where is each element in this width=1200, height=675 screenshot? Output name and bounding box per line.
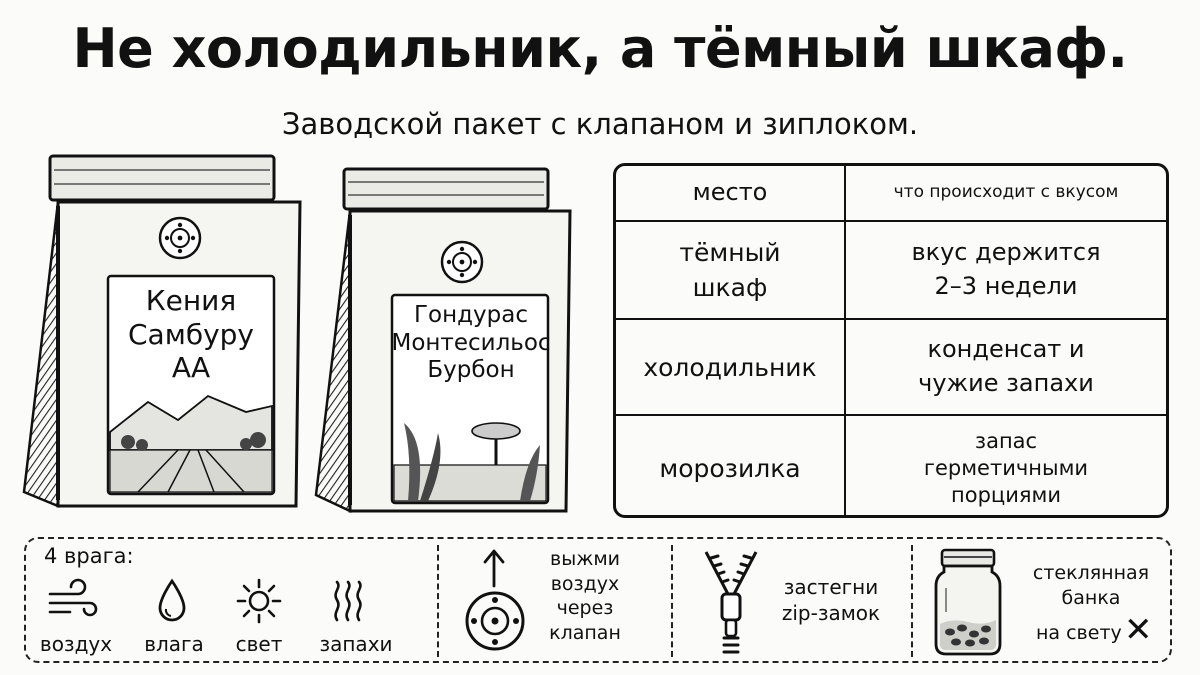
tips-strip [24, 537, 1172, 663]
bag-label-line: Кения [145, 284, 237, 317]
cell-line: порциями [951, 482, 1061, 507]
cell-line: конденсат и [927, 335, 1085, 364]
coffee-bag-honduras [314, 167, 572, 513]
jar-tip-last-line: на свету [1036, 622, 1122, 644]
bag-label-line: Гондурас [414, 302, 528, 328]
cell-line: вкус держится [911, 238, 1101, 267]
bag-label-kenya: Кения Самбуру АА [108, 284, 274, 385]
table-cell-effect: запас герметичными порциями [846, 416, 1166, 515]
table-row: морозилка запас герметичными порциями [616, 416, 1166, 515]
drop-icon [158, 578, 186, 622]
cell-line: запас [974, 429, 1038, 454]
table-row: тёмный шкаф вкус держится 2–3 недели [616, 222, 1166, 320]
cross-icon: ✕ [1124, 610, 1153, 650]
cell-line: чужие запахи [918, 369, 1094, 397]
bag-label-honduras: Гондурас Монтесильос Бурбон [391, 302, 551, 385]
enemies-title: 4 врага: [44, 544, 134, 568]
tip-line: zip-замок [781, 601, 881, 625]
table-header-place: место [616, 166, 846, 220]
strip-divider [671, 545, 673, 657]
cell-line: холодильник [643, 352, 817, 382]
tip-line: клапан [549, 622, 621, 645]
table-cell-place: морозилка [616, 416, 846, 515]
bag-label-line: Бурбон [427, 357, 515, 384]
coffee-bag-kenya [22, 154, 302, 508]
tip-line: воздух [550, 572, 620, 595]
bag-label-line: Монтесильос [391, 329, 551, 356]
cell-line: шкаф [692, 273, 768, 302]
valve-icon [465, 591, 525, 651]
tip-line: застегни [783, 575, 879, 599]
enemy-label-smells: запахи [319, 632, 393, 656]
bag-label-line: АА [171, 351, 211, 385]
table-cell-effect: вкус держится 2–3 недели [846, 222, 1166, 318]
zipper-icon [704, 551, 758, 654]
smell-icon [334, 580, 362, 622]
tip-line: через [556, 597, 614, 620]
cell-line: морозилка [659, 454, 801, 483]
table-cell-effect: конденсат и чужие запахи [846, 320, 1166, 414]
cell-line: тёмный [679, 238, 781, 267]
cell-line: 2–3 недели [934, 272, 1078, 300]
valve-tip: выжми воздух через клапан [536, 547, 634, 646]
zip-tip: застегни zip-замок [766, 574, 896, 626]
wind-icon [48, 578, 98, 617]
page-title: Не холодильник, а тёмный шкаф. [72, 17, 1128, 80]
arrow-up-icon [483, 549, 505, 588]
cell-line: герметичными [923, 456, 1089, 481]
tip-line: банка [1061, 586, 1121, 609]
strip-divider [911, 545, 913, 657]
enemy-label-light: свет [235, 632, 283, 656]
table-cell-place: тёмный шкаф [616, 222, 846, 318]
page-subtitle: Заводской пакет с клапаном и зиплоком. [281, 107, 919, 141]
bag-label-line: Самбуру [127, 317, 254, 351]
enemy-label-moisture: влага [144, 632, 204, 656]
table-header-row: место что происходит с вкусом [616, 166, 1166, 222]
storage-table: место что происходит с вкусом тёмный шка… [613, 163, 1169, 518]
table-row: холодильник конденсат и чужие запахи [616, 320, 1166, 416]
strip-divider [437, 545, 439, 657]
table-cell-place: холодильник [616, 320, 846, 414]
tip-line: стеклянная [1032, 562, 1150, 584]
glass-jar-icon [934, 548, 1002, 656]
table-header-effect: что происходит с вкусом [893, 182, 1119, 203]
jar-tip: стеклянная банка [1026, 561, 1156, 610]
enemy-label-air: воздух [39, 632, 113, 656]
tip-line: выжми [550, 548, 620, 570]
sun-icon [236, 578, 282, 624]
